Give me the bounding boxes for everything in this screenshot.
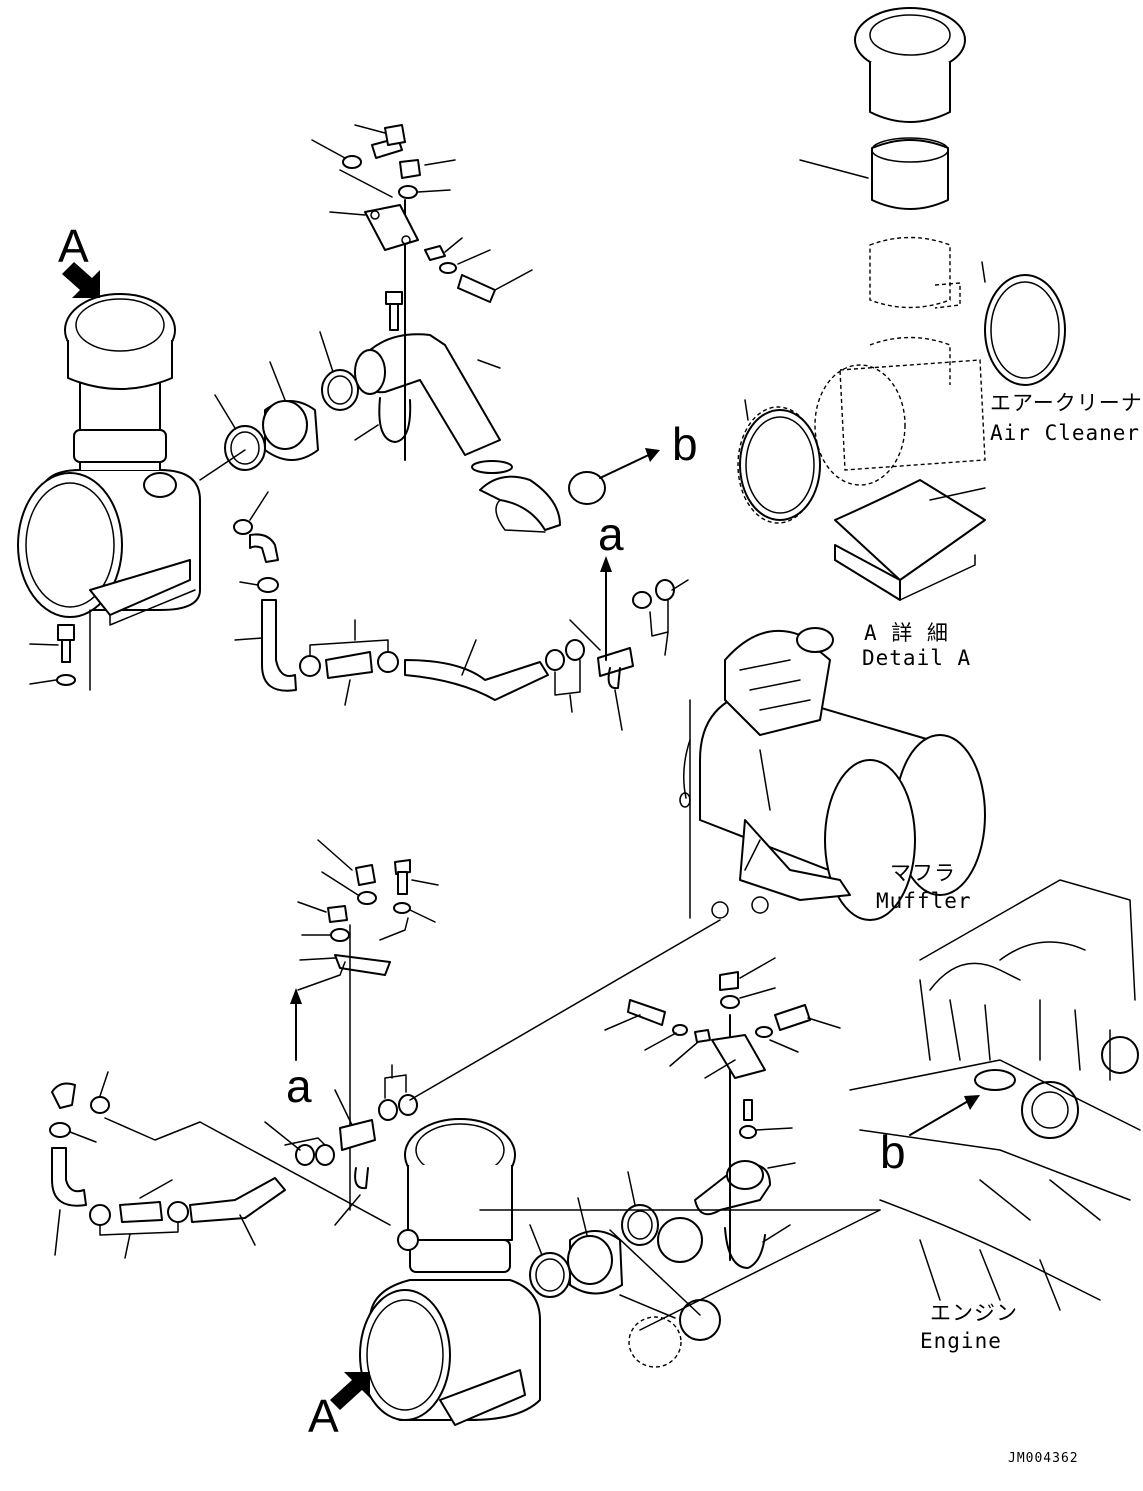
- muffler: マフラ Muffler: [679, 627, 986, 921]
- svg-text:Air Cleaner: Air Cleaner: [990, 421, 1140, 445]
- svg-text:a: a: [598, 508, 624, 560]
- intake-elbow-top: [354, 199, 561, 533]
- hose-run-bottom: [49, 1064, 418, 1259]
- ref-arrow-a-lower: a: [286, 988, 312, 1112]
- svg-text:b: b: [672, 418, 698, 470]
- inlet-clamp-set-top: [199, 331, 359, 481]
- ref-arrow-a-upper: a: [598, 508, 624, 661]
- bracket-hardware-bottom: [297, 839, 439, 1211]
- svg-text:a: a: [286, 1060, 312, 1112]
- svg-text:Engine: Engine: [920, 1329, 1002, 1353]
- svg-text:マフラ: マフラ: [890, 861, 956, 885]
- svg-text:b: b: [880, 1126, 906, 1178]
- engine: エンジン Engine: [849, 879, 1141, 1353]
- intake-clamp-set-bottom: [529, 1014, 881, 1368]
- air-cleaner-top-left: [17, 293, 201, 626]
- ref-arrow-b-bottom: b: [880, 1095, 980, 1178]
- svg-text:Muffler: Muffler: [876, 889, 972, 913]
- svg-text:A 詳 細: A 詳 細: [864, 621, 949, 645]
- drawing-number: JM004362: [1008, 1451, 1079, 1466]
- ref-arrow-b-top: b: [568, 418, 698, 505]
- bracket-hardware-top: [311, 124, 533, 303]
- connection-lines: [409, 919, 881, 1211]
- hose-run-top: [233, 491, 689, 731]
- air-cleaner-detail: エアークリーナ Air Cleaner A 詳 細 Detail A: [737, 7, 1143, 670]
- svg-text:Detail A: Detail A: [862, 646, 971, 670]
- bolt-set-top-left: [29, 609, 91, 691]
- svg-text:エンジン: エンジン: [930, 1301, 1018, 1325]
- view-arrow-a-top: A: [58, 220, 100, 298]
- view-arrow-a-bottom: A: [308, 1372, 370, 1442]
- svg-text:エアークリーナ: エアークリーナ: [990, 391, 1143, 415]
- bracket-hardware-bottom-right: [604, 957, 841, 1079]
- air-cleaner-bottom: [359, 1118, 541, 1426]
